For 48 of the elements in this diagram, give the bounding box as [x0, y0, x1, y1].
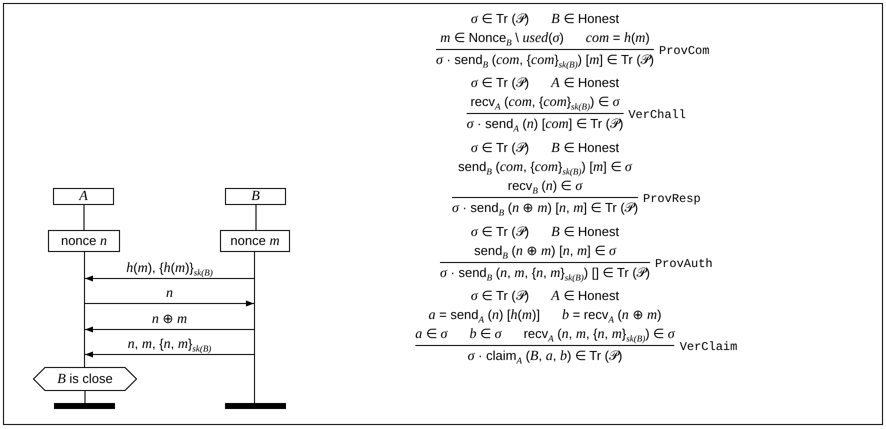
premise-formula: com = h(m) — [586, 29, 650, 48]
edge-label: n ⊕ m — [150, 312, 190, 326]
premise-formula: B ∈ Honest — [551, 139, 620, 158]
premise-formula: B ∈ Honest — [551, 10, 620, 29]
premise-formula: a ∈ σ — [415, 325, 448, 344]
message-arrow — [84, 326, 254, 332]
premise-formula: send$_{B}$ (com, {com}$_{sk(B)}$) [m] ∈ σ — [458, 158, 632, 177]
participant-box: A — [53, 188, 114, 205]
edge-label: h(m), {h(m)}$_{sk(B)}$ — [124, 260, 215, 276]
action-box: nonce n — [48, 230, 120, 252]
conclusion-formula: σ · send$_{B}$ (n ⊕ m) [n, m] ∈ Tr (𝒫) — [452, 199, 638, 218]
premise-formula: a = send$_{A}$ (n) [h(m)] — [428, 306, 540, 325]
premise-formula: recv$_{B}$ (n) ∈ σ — [508, 177, 582, 196]
premise-formula: σ ∈ Tr (𝒫) — [470, 287, 530, 306]
premise-formula: recv$_{A}$ (com, {com}$_{sk(B)}$) ∈ σ — [470, 93, 620, 112]
rule-name: ProvResp — [643, 192, 701, 206]
premise-formula: b = recv$_{A}$ (n ⊕ m) — [562, 306, 662, 325]
conclusion-formula: σ · send$_{B}$ (com, {com}$_{sk(B)}$) [m] ∈ Tr (𝒫) — [436, 51, 654, 70]
message-arrow — [84, 300, 254, 306]
premise-formula: send$_{B}$ (n ⊕ m) [n, m] ∈ σ — [474, 242, 616, 261]
premise-formula: b ∈ σ — [469, 325, 502, 344]
action-box: nonce m — [220, 230, 290, 252]
rule-name: VerClaim — [680, 340, 738, 354]
conclusion-formula: σ · claim$_{A}$ (B, a, b) ∈ Tr (𝒫) — [468, 347, 622, 366]
premise-formula: m ∈ Nonce$_{B}$ \ used(σ) — [440, 29, 564, 48]
message-arrow — [84, 352, 254, 358]
premise-formula: σ ∈ Tr (𝒫) — [470, 74, 530, 93]
participant-box: B — [225, 188, 286, 205]
edge-label: n, m, {n, m}$_{sk(B)}$ — [126, 336, 214, 352]
end-bar — [225, 403, 286, 409]
premise-formula: A ∈ Honest — [551, 287, 620, 306]
premise-formula: σ ∈ Tr (𝒫) — [470, 223, 530, 242]
premise-formula: σ ∈ Tr (𝒫) — [470, 10, 530, 29]
premise-formula: B ∈ Honest — [551, 223, 620, 242]
rule-name: ProvCom — [659, 44, 710, 58]
rule-name: VerChall — [628, 108, 686, 122]
conclusion-formula: σ · send$_{A}$ (n) [com] ∈ Tr (𝒫) — [466, 115, 624, 134]
conclusion-formula: σ · send$_{B}$ (n, m, {n, m}$_{sk(B)}$) [] ∈ Tr (𝒫) — [440, 264, 650, 283]
lifeline — [254, 252, 255, 404]
lifeline — [84, 252, 85, 367]
end-bar — [54, 403, 115, 409]
condition-hexagon: B is close — [33, 367, 137, 391]
premise-formula: recv$_{A}$ (n, m, {n, m}$_{sk(B)}$) ∈ σ — [524, 325, 675, 344]
rule-name: ProvAuth — [654, 257, 713, 271]
connector-line — [84, 390, 86, 404]
premise-formula: σ ∈ Tr (𝒫) — [470, 139, 530, 158]
message-arrow — [84, 276, 254, 282]
premise-formula: A ∈ Honest — [551, 74, 620, 93]
